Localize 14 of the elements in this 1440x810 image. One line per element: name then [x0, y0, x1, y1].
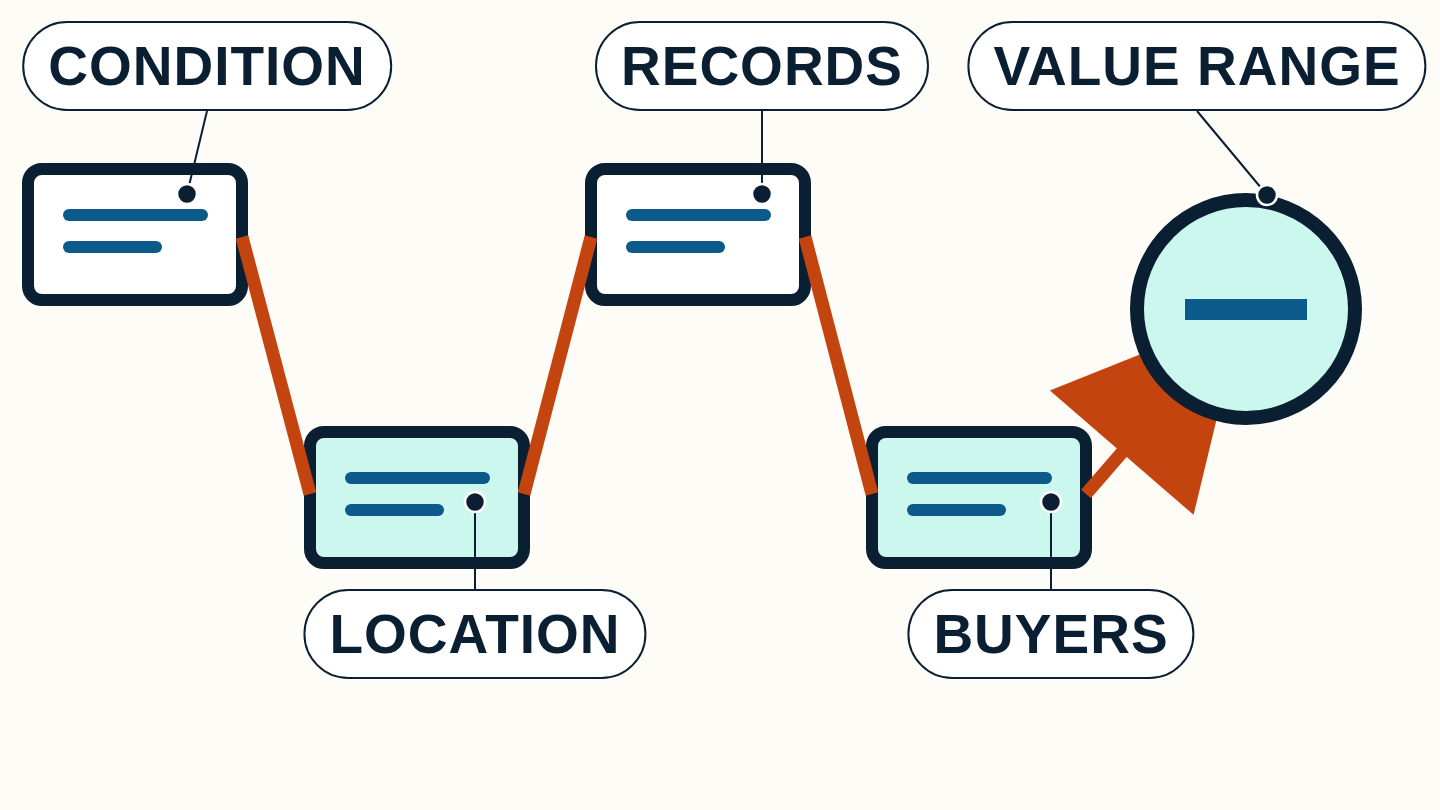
document-card [866, 426, 1092, 569]
document-card [304, 426, 530, 569]
leader-line [1039, 490, 1063, 590]
document-card [22, 163, 248, 306]
leader-line [463, 490, 487, 590]
callout-label: LOCATION [303, 589, 647, 679]
callout-label: BUYERS [907, 589, 1195, 679]
callout-label: CONDITION [22, 21, 392, 111]
circle-node [1130, 193, 1362, 425]
callout-label: VALUE RANGE [967, 21, 1427, 111]
leader-line [175, 110, 208, 206]
leader-line [750, 110, 774, 206]
document-card [585, 163, 811, 306]
callout-label: RECORDS [595, 21, 929, 111]
